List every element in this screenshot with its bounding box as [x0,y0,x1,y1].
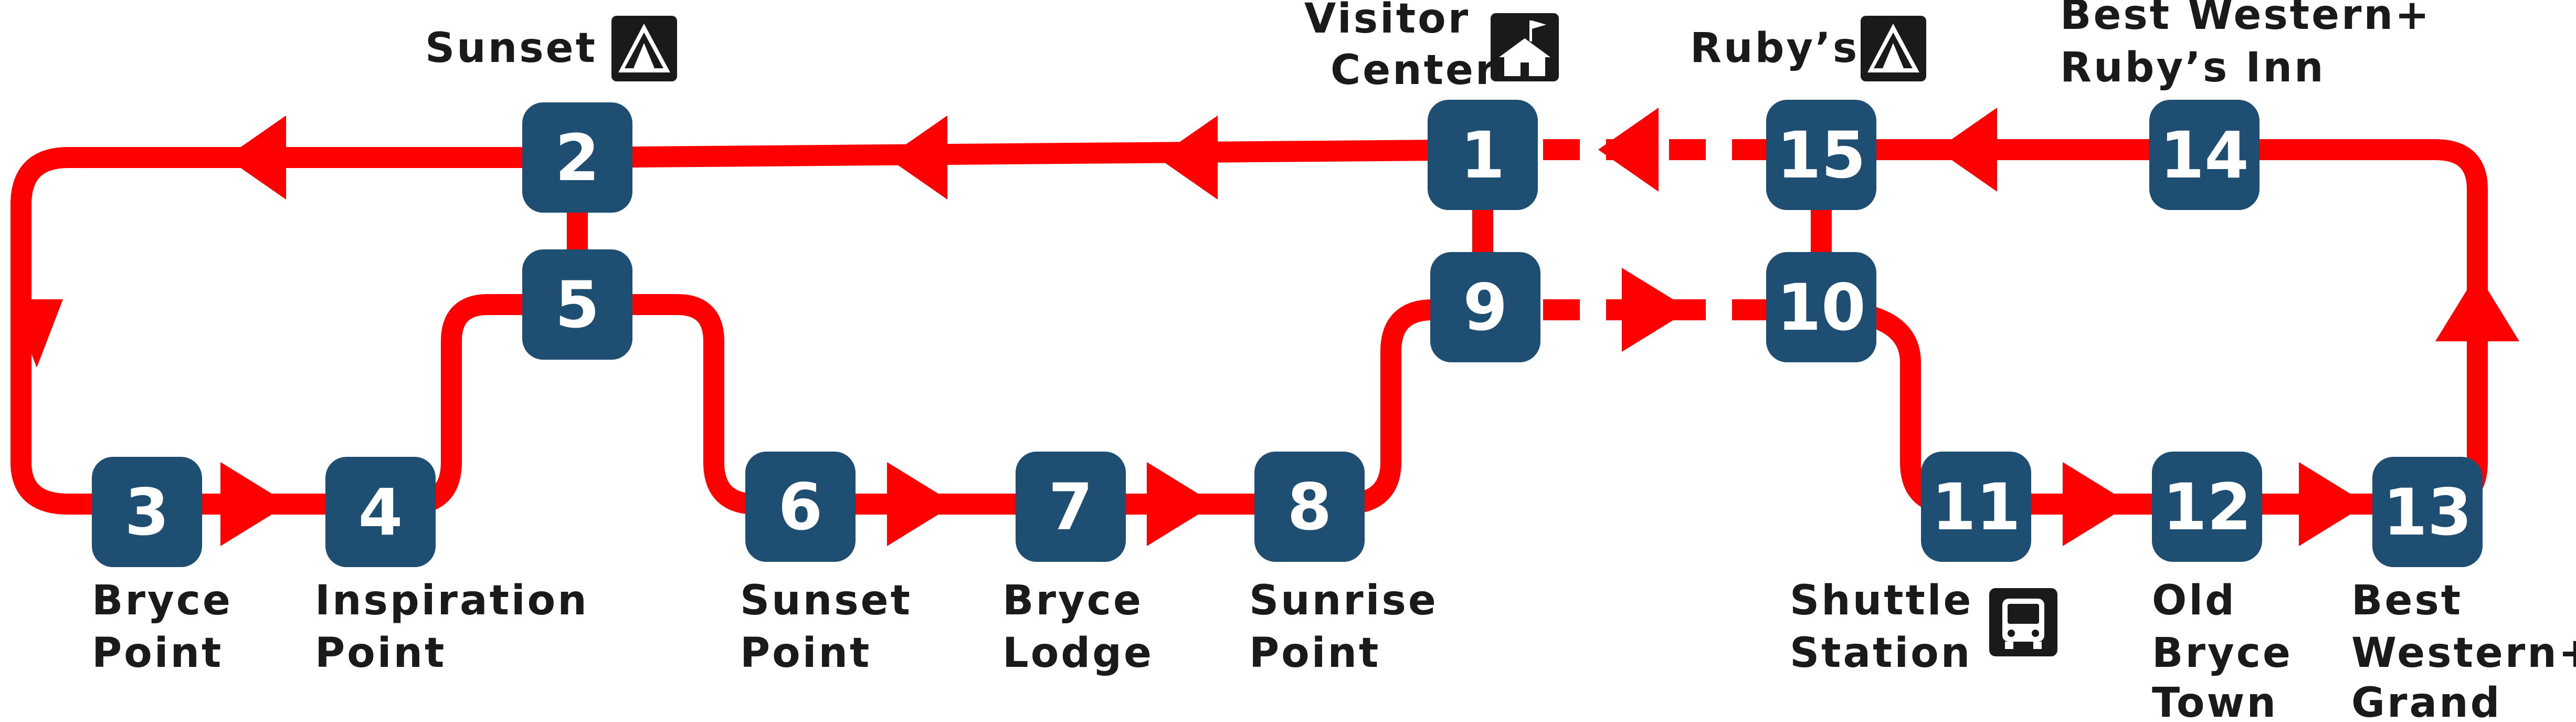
stop-label-12: Old Bryce Town [2152,577,2309,722]
stop-badge [1430,252,1540,362]
route-main-loop [10,139,1502,515]
stop-number: 9 [1463,270,1508,345]
stop-8[interactable]: 8 [1254,452,1365,562]
stop-label-1: Visitor Center [1304,0,1497,94]
stop-5[interactable]: 5 [522,249,632,360]
direction-arrow [1157,116,1218,200]
stop-10[interactable]: 10 [1766,252,1876,362]
stop-badge [745,452,856,562]
stop-label-2: Sunset [425,25,597,72]
direction-arrow [220,462,289,546]
stop-number: 12 [2162,470,2252,545]
direction-arrow [1937,108,1997,192]
direction-arrow [887,462,955,546]
stop-label-3: Bryce Point [92,577,249,677]
campground-icon [611,16,677,81]
route-line [10,139,2488,515]
direction-arrow [2063,462,2131,546]
direction-arrow [1598,108,1659,192]
bus-icon [1989,588,2057,656]
stop-11[interactable]: 11 [1921,452,2031,562]
campground-icon [1861,16,1926,81]
stop-number: 3 [125,475,170,550]
stop-number: 8 [1287,470,1332,545]
stop-badge [2152,452,2262,562]
stop-1[interactable]: 1 [1428,100,1538,210]
stop-number: 6 [778,470,823,545]
stop-label-15: Ruby’s [1690,25,1859,72]
stop-12[interactable]: 12 [2152,452,2262,562]
stop-badge [92,457,202,567]
stop-badge [1766,100,1876,210]
stop-label-13: Best Western+ Grand [2351,577,2576,722]
stop-number: 4 [358,475,403,550]
stop-badge [522,249,632,360]
stop-9[interactable]: 9 [1430,252,1540,362]
stop-3[interactable]: 3 [92,457,202,567]
direction-arrows [10,108,2519,546]
direction-arrow [1622,268,1690,352]
stop-6[interactable]: 6 [745,452,856,562]
stop-badge [2149,100,2260,210]
stop-badge [2372,457,2483,567]
stop-badge [1254,452,1365,562]
stop-2[interactable]: 2 [522,102,632,213]
visitor-center-icon [1491,13,1559,81]
direction-arrow [1147,462,1215,546]
stop-number: 13 [2383,475,2472,550]
stop-badge [1428,100,1538,210]
stop-7[interactable]: 7 [1016,452,1126,562]
stop-badge [1016,452,1126,562]
stop-4[interactable]: 4 [325,457,436,567]
stop-badge [1921,452,2031,562]
stop-label-4: Inspiration Point [315,577,605,677]
stop-labels: Visitor Center Sunset Bryce Point Inspir… [92,0,2576,722]
stop-label-14: Best Western+ Ruby’s Inn [2060,0,2448,91]
stop-number: 5 [555,268,600,342]
stop-number: 1 [1461,118,1505,193]
stop-number: 11 [1931,470,2021,545]
stop-badge [325,457,436,567]
stop-13[interactable]: 13 [2372,457,2483,567]
route-right-loop [1785,139,2488,515]
stop-number: 10 [1777,270,1866,345]
stop-label-8: Sunrise Point [1249,577,1454,677]
stop-number: 2 [555,121,600,195]
stop-number: 15 [1777,118,1866,193]
stop-label-6: Sunset Point [740,577,928,677]
direction-arrow [10,299,63,368]
stop-badge [522,102,632,213]
stop-number: 7 [1049,470,1093,545]
stop-label-11: Shuttle Station [1790,577,1990,677]
direction-arrow [2299,462,2367,546]
stop-label-7: Bryce Lodge [1002,577,1159,677]
direction-arrow [226,116,286,200]
direction-arrow [887,116,947,200]
stop-number: 14 [2160,118,2249,193]
stop-14[interactable]: 14 [2149,100,2260,210]
stop-15[interactable]: 15 [1766,100,1876,210]
stop-badge [1766,252,1876,362]
direction-arrow [2435,273,2519,341]
